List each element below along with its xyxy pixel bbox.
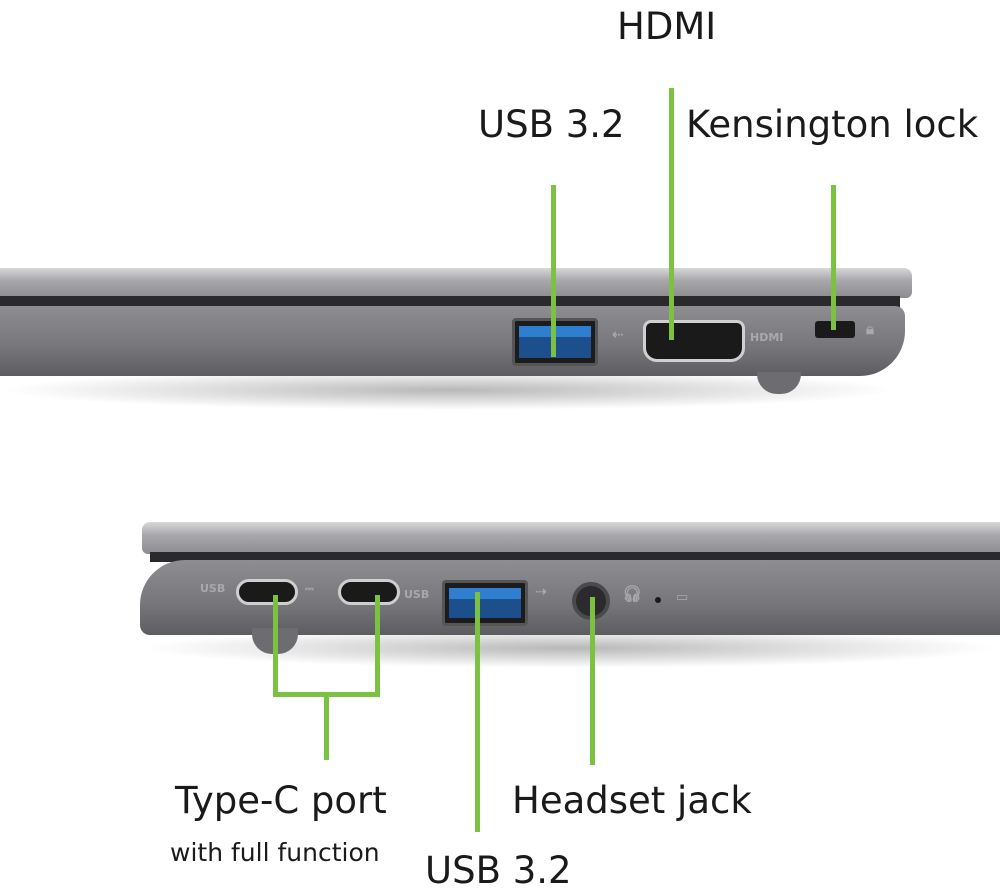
type-c-port-2 [338, 579, 400, 605]
label-hdmi: HDMI [617, 5, 717, 48]
label-kensington-lock: Kensington lock [686, 103, 979, 146]
usb-a-port [442, 580, 528, 626]
label-type-c-port: Type-C port [175, 779, 387, 822]
hinge-gap [0, 296, 900, 308]
hdmi-marking: HDMI [750, 331, 784, 344]
label-usb-bottom: USB 3.2 [425, 849, 572, 892]
label-headset-jack: Headset jack [512, 779, 752, 822]
laptop-lid [142, 522, 1000, 554]
callout-line-hdmi [669, 88, 674, 340]
type-c-port-1 [236, 579, 298, 605]
hdmi-port [643, 320, 745, 362]
callout-line-headset [590, 597, 595, 765]
battery-charging-icon: ▭ [676, 590, 689, 605]
headset-icon: 🎧︎ [622, 584, 643, 603]
callout-line-typec-stem [324, 692, 329, 760]
laptop-lid [0, 268, 912, 298]
callout-line-kensington [831, 185, 836, 330]
callout-line-usb-top [551, 185, 556, 357]
laptop-base [0, 306, 905, 376]
usb-symbol-icon: ⇢ [535, 584, 547, 600]
callout-line-typec-2 [375, 595, 380, 697]
usb-symbol-icon: ⇠ [612, 327, 624, 343]
led-indicator [655, 597, 661, 603]
hinge-gap [150, 552, 1000, 562]
dc-symbol-icon: ⎓ [305, 582, 314, 595]
lock-icon: 🔒︎ [866, 320, 874, 338]
callout-line-typec-1 [273, 595, 278, 697]
usb-c-marking: USB [200, 582, 226, 595]
label-type-c-subtitle: with full function [170, 838, 380, 867]
rubber-foot [757, 372, 801, 394]
shadow [0, 370, 900, 410]
usb-c-marking: USB [404, 588, 430, 601]
callout-line-usb-bottom [475, 592, 480, 832]
label-usb-top: USB 3.2 [478, 103, 625, 146]
